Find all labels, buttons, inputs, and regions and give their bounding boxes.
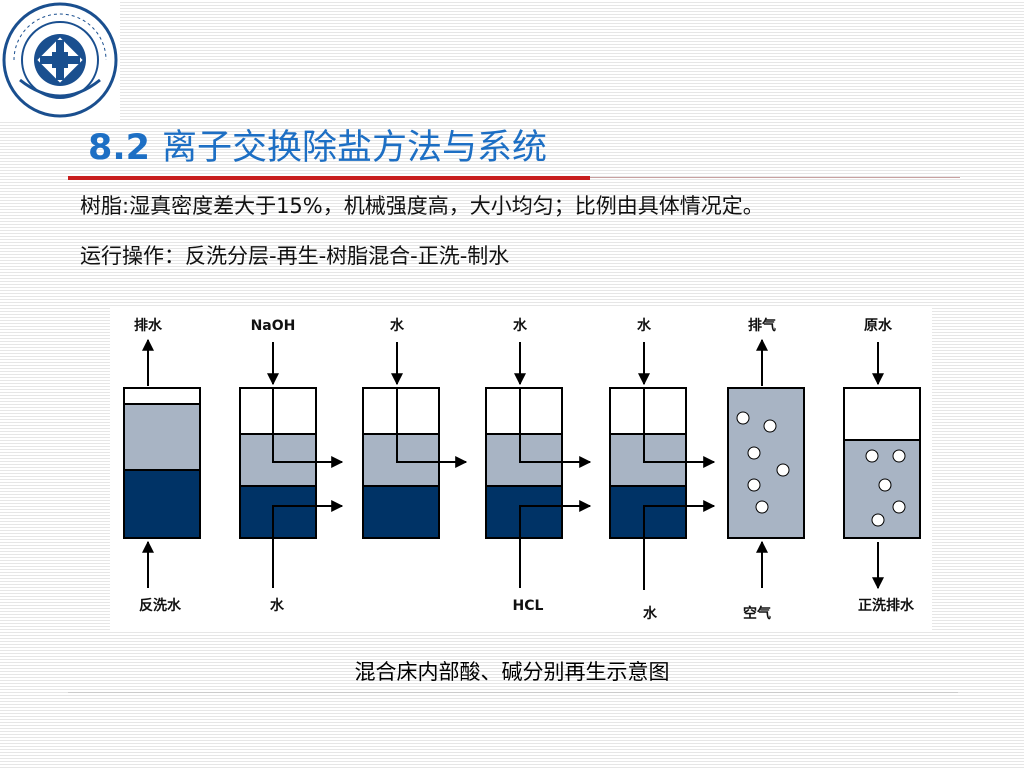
- title-underline: [68, 176, 590, 180]
- column-5-top-label: 水: [637, 317, 652, 334]
- column-rinse-both: 水 水: [609, 317, 716, 622]
- column-6-top-label: 排气: [748, 317, 776, 334]
- column-2-top-label: NaOH: [251, 318, 296, 334]
- column-forward-rinse: 原水 正洗排水: [843, 317, 921, 614]
- column-7-top-label: 原水: [864, 317, 893, 334]
- title-number: 8.2: [88, 128, 151, 168]
- column-hcl-regeneration: 水 HCL: [485, 317, 592, 614]
- column-4-bottom-label: HCL: [513, 598, 544, 614]
- title-rule-extension: [590, 177, 960, 178]
- mixed-bed-regeneration-figure: 排水 反洗水 NaOH 水 水: [123, 317, 921, 622]
- column-7-bottom-label: 正洗排水: [858, 597, 915, 614]
- column-4-top-label: 水: [513, 317, 528, 334]
- column-6-bottom-label: 空气: [743, 605, 771, 622]
- diagram-caption: 混合床内部酸、碱分别再生示意图: [354, 660, 670, 684]
- page-title: 8.2 离子交换除盐方法与系统: [88, 122, 547, 174]
- column-naoh-regeneration: NaOH 水: [239, 318, 344, 614]
- column-air-mixing: 排气 空气: [727, 317, 805, 622]
- title-text: 离子交换除盐方法与系统: [162, 128, 548, 168]
- column-1-top-label: 排水: [134, 317, 163, 334]
- column-1-bottom-label: 反洗水: [139, 597, 182, 614]
- column-rinse-upper: 水: [362, 317, 468, 539]
- footer-divider: [68, 692, 958, 693]
- column-2-bottom-label: 水: [270, 597, 285, 614]
- column-3-top-label: 水: [390, 317, 405, 334]
- university-logo: [0, 0, 120, 122]
- column-5-bottom-label: 水: [643, 605, 658, 622]
- column-backwash: 排水 反洗水: [123, 317, 201, 614]
- operation-steps-text: 运行操作：反洗分层-再生-树脂混合-正洗-制水: [80, 244, 510, 268]
- resin-requirements-text: 树脂:湿真密度差大于15%，机械强度高，大小均匀；比例由具体情况定。: [80, 194, 764, 218]
- mixed-bed-diagram: 排水 反洗水 NaOH 水 水: [110, 308, 932, 630]
- university-seal-icon: [2, 2, 118, 118]
